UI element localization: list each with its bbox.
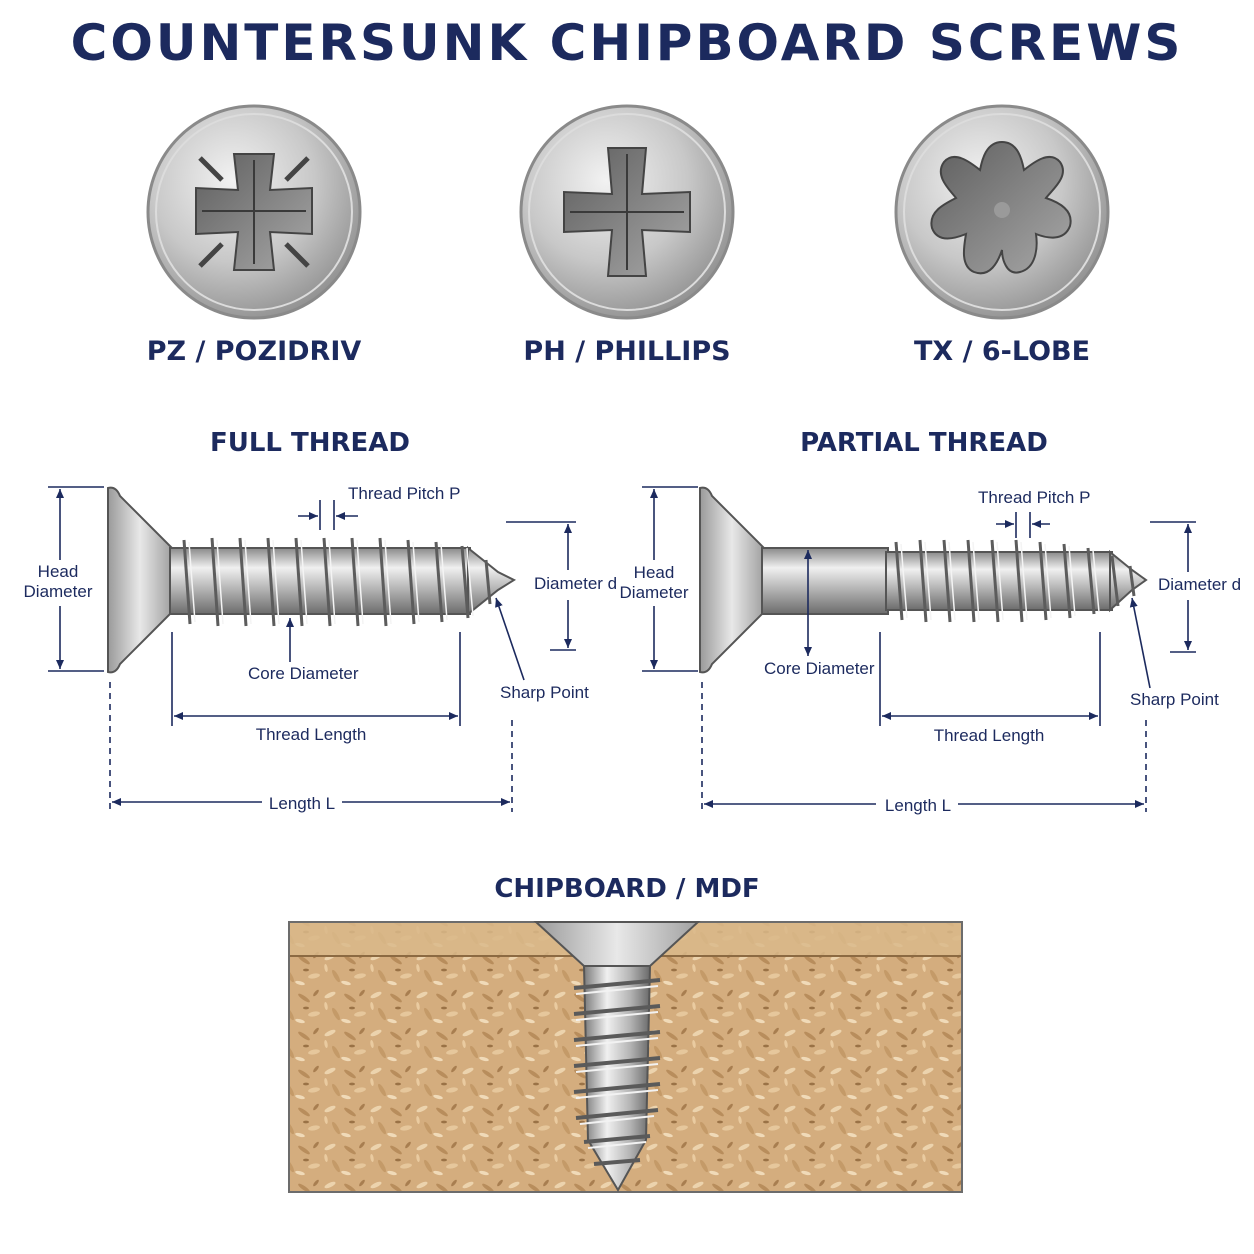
full-thread-pitch-label: Thread Pitch P (348, 484, 461, 503)
full-thread-dimension-lines (48, 486, 576, 812)
partial-thread-pitch-label: Thread Pitch P (978, 488, 1091, 507)
full-thread-title: FULL THREAD (209, 428, 411, 458)
full-sharp-point-label: Sharp Point (500, 683, 589, 702)
pozidriv-head-icon (146, 104, 362, 320)
torx-head-icon (894, 104, 1110, 320)
full-thread-length-label: Thread Length (255, 725, 367, 744)
phillips-label: PH / PHILLIPS (523, 336, 731, 367)
chipboard-title: CHIPBOARD / MDF (494, 874, 760, 904)
full-thread-screw (107, 486, 517, 674)
partial-thread-title: PARTIAL THREAD (800, 428, 1048, 458)
full-diameter-label: Diameter d (534, 574, 618, 593)
full-length-label: Length L (268, 794, 336, 813)
partial-thread-dimension-lines (642, 486, 1196, 812)
partial-diameter-label: Diameter d (1158, 575, 1242, 594)
partial-head-diameter-label: Head Diameter (619, 563, 689, 602)
full-head-diameter-label: Head Diameter (23, 562, 93, 601)
page-title: COUNTERSUNK CHIPBOARD SCREWS (70, 14, 1184, 72)
partial-core-diameter-label: Core Diameter (764, 659, 875, 678)
embedded-screw (533, 921, 701, 1192)
torx-label: TX / 6-LOBE (913, 336, 1091, 367)
phillips-head-icon (519, 104, 735, 320)
partial-thread-length-label: Thread Length (933, 726, 1045, 745)
partial-thread-screw (699, 486, 1148, 674)
full-core-diameter-label: Core Diameter (248, 664, 359, 683)
partial-sharp-point-label: Sharp Point (1130, 690, 1219, 709)
pozidriv-label: PZ / POZIDRIV (146, 336, 362, 367)
partial-length-label: Length L (884, 796, 952, 815)
